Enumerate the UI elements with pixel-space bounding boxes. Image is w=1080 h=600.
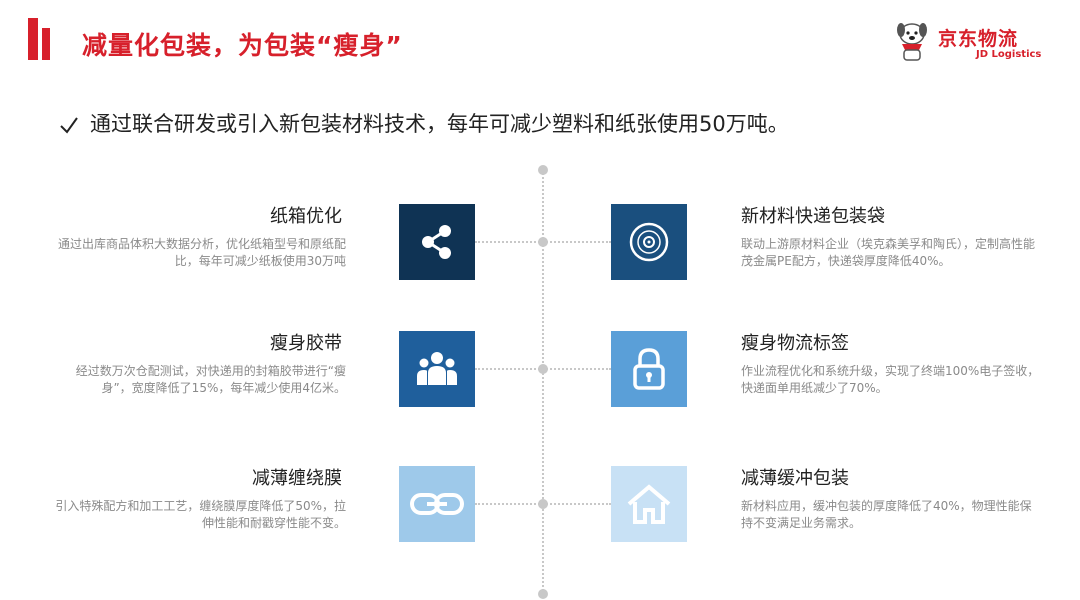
timeline-dot xyxy=(538,165,548,175)
accent-bar xyxy=(42,28,50,60)
item-tile xyxy=(399,331,475,407)
timeline-axis xyxy=(542,170,544,595)
logo-english-text: JD Logistics xyxy=(976,49,1042,60)
check-icon xyxy=(58,112,82,136)
connector-line xyxy=(475,241,611,243)
subtitle-text: 通过联合研发或引入新包装材料技术，每年可减少塑料和纸张使用50万吨。 xyxy=(90,112,789,136)
subtitle-line: 通过联合研发或引入新包装材料技术，每年可减少塑料和纸张使用50万吨。 xyxy=(58,108,789,138)
share-icon xyxy=(422,225,451,259)
item-description: 通过出库商品体积大数据分析，优化纸箱型号和原纸配比，每年可减少纸板使用30万吨 xyxy=(57,237,346,268)
connector-line xyxy=(475,503,611,505)
item-title: 减薄缠绕膜 xyxy=(252,468,342,489)
people-group-icon xyxy=(417,352,457,385)
item-title: 新材料快递包装袋 xyxy=(741,206,885,227)
jd-dog-mascot-icon xyxy=(897,23,927,61)
item-title: 瘦身物流标签 xyxy=(741,333,849,354)
accent-bar xyxy=(28,18,38,60)
item-description: 联动上游原材料企业（埃克森美孚和陶氏），定制高性能茂金属PE配方，快递袋厚度降低… xyxy=(741,237,1036,268)
lock-icon xyxy=(633,348,665,390)
item-description: 经过数万次仓配测试，对快递用的封箱胶带进行“瘦身”，宽度降低了15%，每年减少使… xyxy=(75,364,346,395)
chain-link-icon xyxy=(410,493,464,515)
jd-logistics-logo: 京东物流 JD Logistics xyxy=(892,20,1052,66)
item-description: 引入特殊配方和加工工艺，缠绕膜厚度降低了50%，拉伸性能和耐戳穿性能不变。 xyxy=(55,499,346,530)
page-title: 减量化包装，为包装“瘦身” xyxy=(82,31,403,60)
timeline-dot xyxy=(538,589,548,599)
item-title: 减薄缓冲包装 xyxy=(741,468,849,489)
item-tile xyxy=(611,331,687,407)
item-title: 瘦身胶带 xyxy=(270,333,342,354)
disc-icon xyxy=(629,222,669,262)
item-tile xyxy=(611,204,687,280)
item-title: 纸箱优化 xyxy=(270,206,342,227)
item-description: 新材料应用，缓冲包装的厚度降低了40%，物理性能保持不变满足业务需求。 xyxy=(741,499,1032,530)
item-description: 作业流程优化和系统升级，实现了终端100%电子签收，快递面单用纸减少了70%。 xyxy=(741,364,1040,395)
item-tile xyxy=(611,466,687,542)
connector-line xyxy=(475,368,611,370)
logo-chinese-text: 京东物流 xyxy=(938,28,1019,50)
home-icon xyxy=(627,484,671,524)
item-tile xyxy=(399,204,475,280)
item-tile xyxy=(399,466,475,542)
